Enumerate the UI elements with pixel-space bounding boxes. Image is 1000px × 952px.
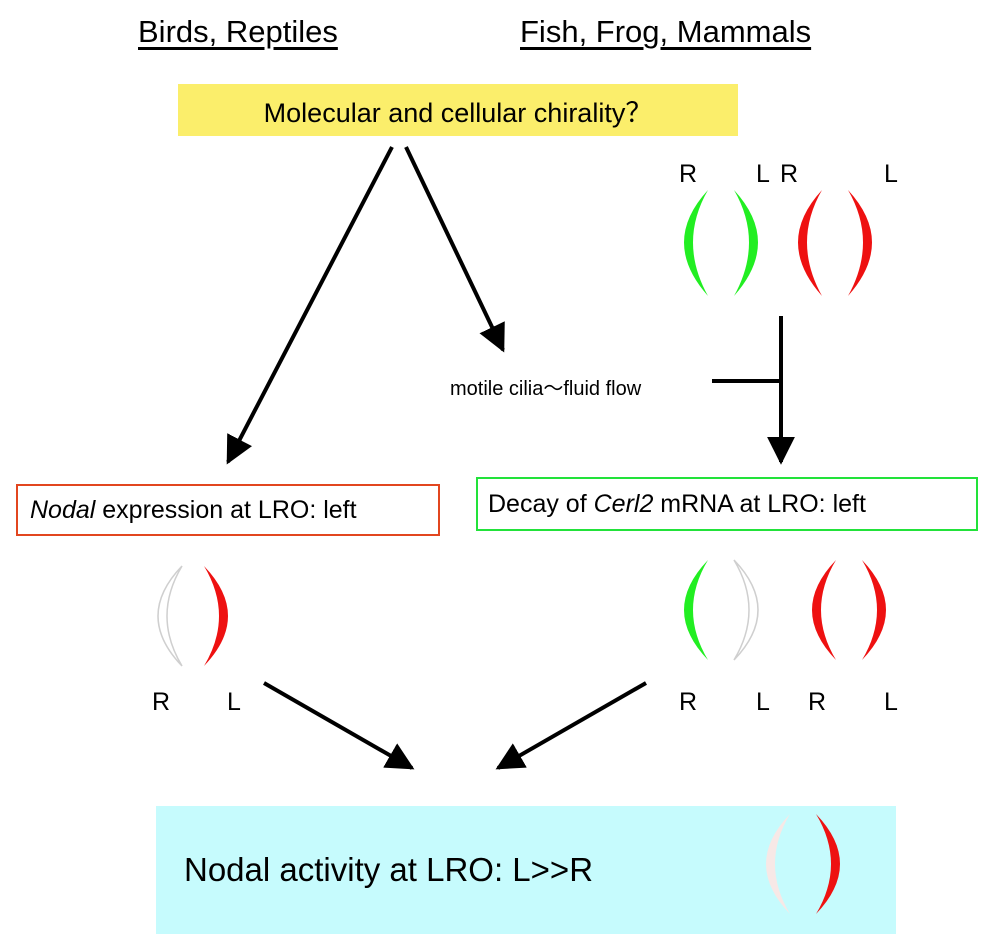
crescent-green-r-bottom: [684, 560, 708, 660]
nodal-expression-text: Nodal expression at LRO: left: [30, 496, 357, 525]
crescent-grey-l-bottom: [733, 559, 759, 661]
crescent-green-l-top: [734, 190, 758, 296]
crescent-pair-bottom-red: [812, 560, 886, 660]
chirality-box: Molecular and cellular chirality？: [178, 84, 738, 136]
heading-birds-reptiles: Birds, Reptiles: [138, 14, 338, 49]
crescent-red-r-bottom: [812, 560, 836, 660]
crescent-red-l-bottom-left: [204, 566, 228, 666]
crescent-pair-bottom-green: [684, 559, 759, 661]
heading-fish-frog-mammals: Fish, Frog, Mammals: [520, 14, 812, 49]
label-r-top-red: R: [780, 160, 799, 188]
crescent-pair-activity: [766, 814, 840, 914]
crescent-green-r-top: [684, 190, 708, 296]
motile-cilia-flow-label: motile cilia〜fluid flow: [450, 378, 642, 400]
cerl2-rest: mRNA at LRO: left: [653, 489, 866, 518]
cerl2-decay-box: Decay of Cerl2 mRNA at LRO: left: [476, 477, 978, 531]
arrow-chirality-to-cilia: [404, 146, 505, 353]
nodal-italic: Nodal: [30, 495, 96, 524]
arrow-right-to-activity: [495, 681, 647, 770]
nodal-expression-box: Nodal expression at LRO: left: [16, 484, 440, 536]
crescent-pair-top-red: [798, 190, 872, 296]
label-l-top-green: L: [756, 160, 770, 188]
label-r-bottom-red: R: [808, 688, 827, 716]
label-r-bottom-green: R: [679, 688, 698, 716]
crescent-red-l-top: [848, 190, 872, 296]
label-l-top-red: L: [884, 160, 898, 188]
label-r-bottom-left: R: [152, 688, 171, 716]
label-l-bottom-green: L: [756, 688, 770, 716]
label-l-bottom-left: L: [227, 688, 241, 716]
arrow-left-to-activity: [263, 681, 415, 770]
crescent-red-l-bottom: [862, 560, 886, 660]
crescent-pink-r-activity: [766, 814, 790, 914]
cerl2-italic: Cerl2: [593, 489, 654, 518]
crescent-red-r-top: [798, 190, 822, 296]
cerl2-pre: Decay of: [488, 489, 594, 518]
nodal-rest: expression at LRO: left: [95, 495, 357, 524]
cerl2-decay-text: Decay of Cerl2 mRNA at LRO: left: [488, 490, 866, 519]
chirality-text: Molecular and cellular chirality？: [263, 97, 653, 128]
crescent-pair-bottom-left: [157, 565, 228, 667]
label-r-top-green: R: [679, 160, 698, 188]
nodal-activity-text: Nodal activity at LRO: L>>R: [184, 851, 594, 888]
label-l-bottom-red: L: [884, 688, 898, 716]
crescent-pair-top-green: [684, 190, 758, 296]
crescent-red-l-activity: [816, 814, 840, 914]
crescent-grey-r-bottom-left: [157, 565, 183, 667]
arrow-chirality-to-nodal: [226, 146, 394, 465]
